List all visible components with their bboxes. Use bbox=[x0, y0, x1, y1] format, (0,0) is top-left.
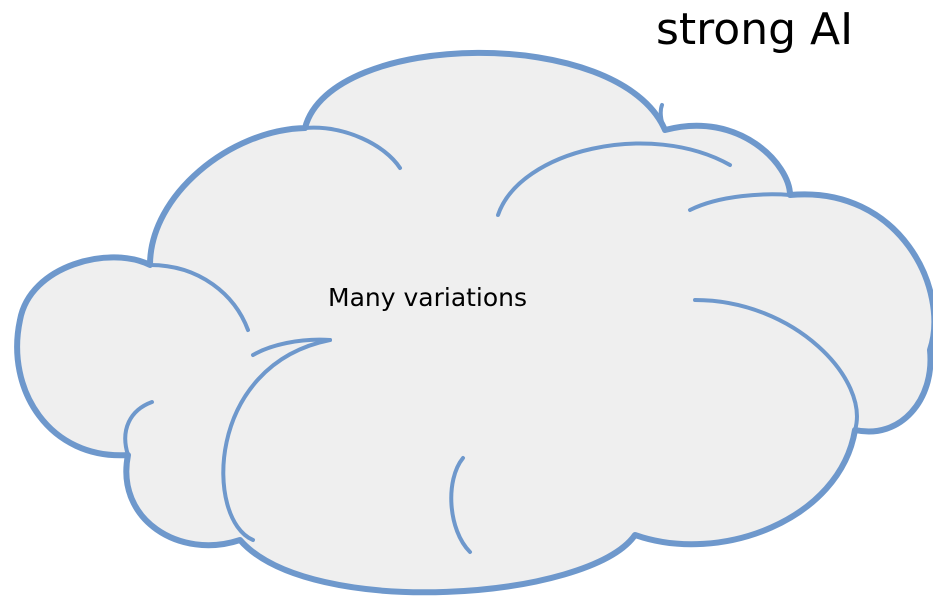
cloud-body bbox=[14, 49, 933, 596]
cloud-label: Many variations bbox=[328, 283, 528, 312]
cloud-inner-arcs bbox=[123, 103, 859, 554]
slide-title: strong AI bbox=[656, 4, 854, 55]
